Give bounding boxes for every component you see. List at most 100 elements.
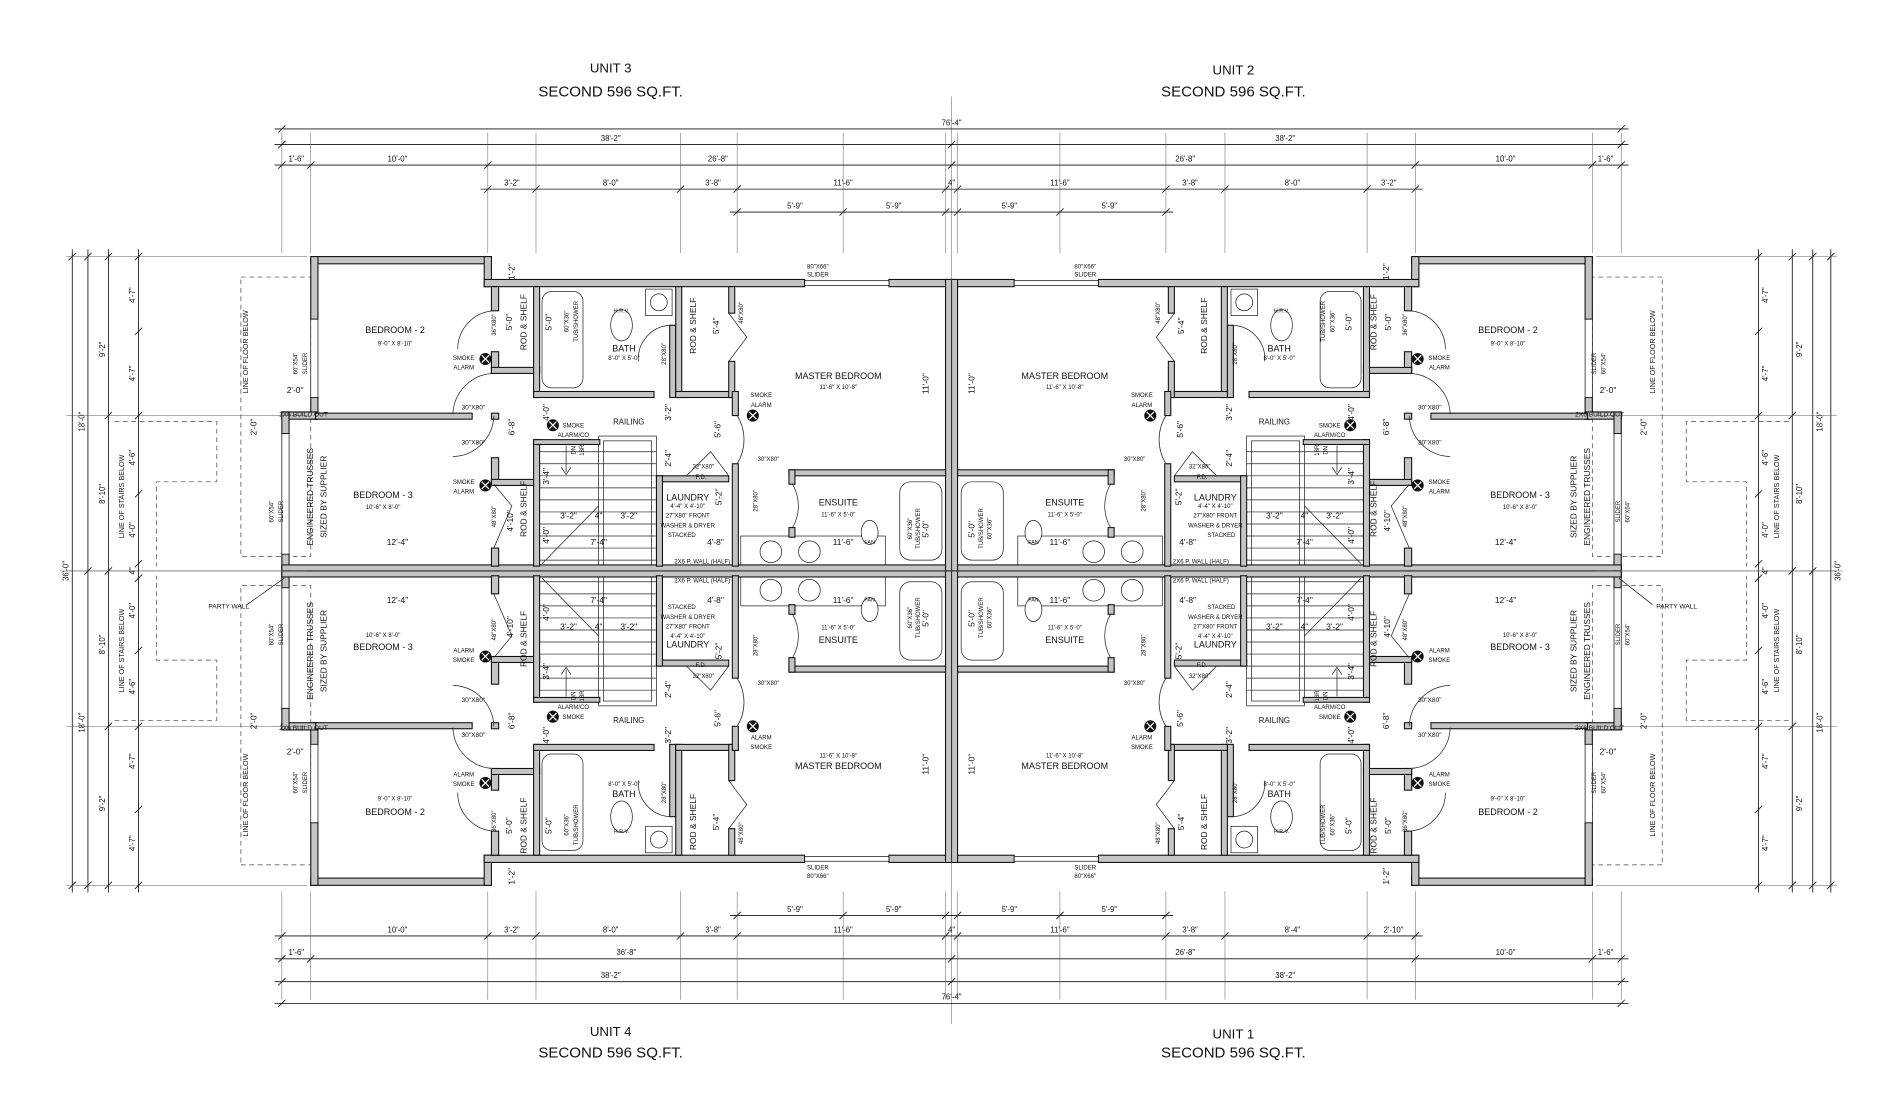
label-master: MASTER BEDROOM [1021, 371, 1108, 381]
wall [1403, 547, 1413, 567]
label-d-1-2: 1'-2" [506, 263, 516, 280]
unit-geometry-unit-1 [951, 570, 1789, 886]
dimension-label: 5'-9" [1002, 905, 1018, 914]
label-d-12-4: 12'-4" [387, 537, 408, 547]
dimension-label: 18'-0" [1815, 411, 1824, 431]
label-d-7-4: 7'-4" [590, 595, 607, 605]
label-d-5-4: 5'-4" [1176, 814, 1186, 831]
line-of-floor-below [1591, 276, 1663, 557]
dimension-label: 9'-2" [1795, 341, 1804, 357]
sink [1082, 540, 1105, 563]
dimension-label: 26'-8" [1175, 948, 1195, 957]
wall [490, 286, 500, 312]
wall [490, 830, 500, 856]
dimension-label: 8'-4" [1285, 925, 1301, 934]
label-hrv: H.R.V. [614, 829, 630, 835]
label-door-48: 48"X80" [1156, 302, 1162, 324]
label-d-4: 4" [595, 510, 603, 520]
label-rod-shelf: ROD & SHELF [518, 611, 528, 667]
wall [1248, 390, 1371, 399]
door-swing [457, 310, 494, 350]
dimension-label: 38'-2" [601, 134, 621, 143]
label-alarm-co: ALARM/CO [558, 705, 590, 711]
label-d-4-0: 4'-0" [1346, 404, 1356, 421]
label-laundry-n3: STACKED [1207, 605, 1236, 611]
label-d-5-6: 5'-6" [712, 710, 722, 727]
label-r18: 18R [1315, 444, 1321, 456]
label-build-out: 2X6 BUILD OUT [279, 412, 328, 419]
plan-annotations: BEDROOM - 29'-0" X 8'-10"SMOKEALARM36"X8… [117, 60, 1781, 1061]
label-slider-side: 60"X54" [1626, 624, 1632, 646]
dimension-label: 4'-0" [128, 522, 137, 538]
sink [759, 540, 783, 563]
label-master-size: 11'-6" X 10'-8" [820, 753, 858, 759]
wall [1173, 475, 1248, 483]
label-laundry-n2: WASHER & DRYER [1188, 615, 1243, 621]
toilet [860, 597, 879, 622]
label-slider-side: 60"X54" [294, 772, 300, 794]
dimension-label: 36'-0" [1833, 561, 1842, 581]
party-wall-label: PARTY WALL [1656, 603, 1697, 610]
label-bath: BATH [1267, 343, 1290, 353]
dimension-label: 1'-6" [289, 948, 305, 957]
label-ensuite-size: 11'-6" X 5'-0" [821, 626, 855, 632]
label-alarm: ALARM [1429, 366, 1450, 372]
label-laundry-size: 4'-4" X 4'-10" [1198, 504, 1233, 510]
plan-geometry [60, 96, 1843, 1024]
dimension-label: 38'-2" [601, 971, 621, 980]
dimension-tick [1754, 559, 1763, 568]
label-d-2-0: 2'-0" [249, 419, 259, 436]
label-slider-main: 80"X66" [807, 264, 829, 270]
label-p-wall: 2X6 P. WALL (HALF) [1173, 579, 1229, 585]
label-d-2-0: 2'-0" [1639, 712, 1649, 729]
dimension-tick [1754, 489, 1763, 498]
dimension-label: 3'-2" [504, 925, 520, 934]
label-d-11-0: 11'-0" [921, 754, 931, 775]
label-slider-side: 60"X54" [1626, 501, 1632, 523]
dimension-label: 4'-7" [1761, 835, 1770, 851]
wall [1302, 696, 1371, 703]
label-alarm: ALARM [453, 649, 474, 655]
label-bath-size: 8'-0" X 5'-0" [608, 356, 639, 362]
wall [655, 659, 730, 667]
wall [731, 575, 739, 679]
label-alarm-co: ALARM/CO [558, 433, 590, 439]
label-d-11-6: 11'-6" [1050, 595, 1071, 605]
dimension-label: 5'-9" [886, 905, 902, 914]
label-alarm: ALARM [453, 366, 474, 372]
dimension-label: 36'-8" [616, 948, 636, 957]
wall [490, 722, 500, 730]
label-tub-size: 60"X36" [908, 607, 914, 629]
door-swing [686, 665, 730, 691]
label-d-12-4: 12'-4" [1495, 537, 1516, 547]
label-tub: TUB/SHOWER [574, 804, 580, 845]
label-tub: TUB/SHOWER [916, 507, 922, 548]
label-hrv: H.R.V. [1274, 309, 1290, 315]
line-of-stairs-below [1685, 575, 1789, 721]
bathtub [541, 291, 584, 389]
label-tub-size: 60"X36" [565, 310, 571, 332]
wall [944, 570, 953, 863]
unit-area: SECOND 596 SQ.FT. [538, 83, 683, 100]
label-d-4-0: 4'-0" [1346, 727, 1356, 744]
label-d-7-4: 7'-4" [1296, 537, 1313, 547]
wall [1430, 412, 1589, 420]
label-laundry-n1: 27"X80" FRONT [1193, 624, 1237, 630]
wall [1107, 469, 1115, 485]
label-stairs-below: LINE OF STAIRS BELOW [117, 454, 126, 538]
door-swing [1233, 780, 1266, 818]
smoke-alarm-icon-cross [1346, 421, 1355, 430]
label-door-48: 48"X80" [739, 822, 745, 844]
label-d-11-6: 11'-6" [833, 537, 854, 547]
dimension-label: 1'-6" [1598, 948, 1614, 957]
unit-area: SECOND 596 SQ.FT. [1161, 83, 1306, 100]
dimension-tick [1754, 327, 1763, 336]
label-rod-shelf: ROD & SHELF [1199, 298, 1209, 354]
label-d-5-0: 5'-0" [921, 610, 931, 627]
label-d-5-4: 5'-4" [711, 814, 721, 831]
label-d-4-8: 4'-8" [707, 595, 724, 605]
label-d-3-4: 3'-4" [1346, 663, 1356, 680]
label-bed3: BEDROOM - 3 [353, 642, 413, 652]
stair-break-line [541, 577, 599, 637]
